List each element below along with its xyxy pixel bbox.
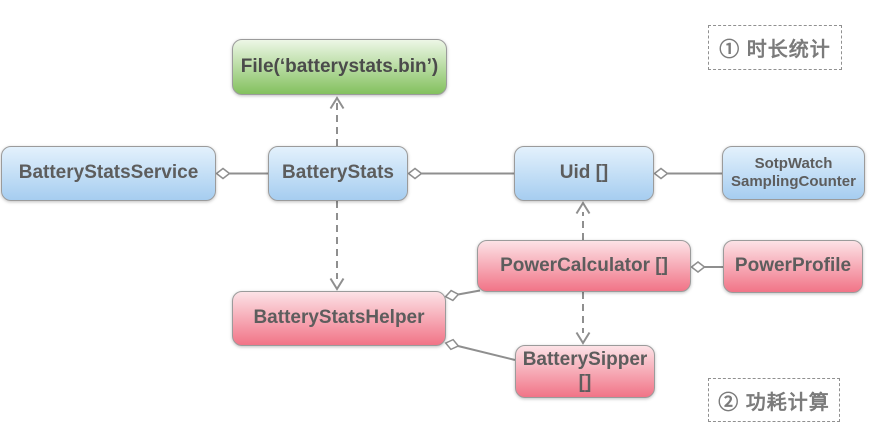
- node-label: BatteryStats: [282, 162, 394, 184]
- node-label: BatteryStatsService: [18, 162, 199, 184]
- node-powercalculator-array: PowerCalculator []: [477, 240, 691, 292]
- node-label: PowerCalculator []: [500, 254, 668, 276]
- arrow-down-icon: [329, 277, 345, 291]
- annotation-text: ② 功耗计算: [718, 391, 830, 414]
- annotation-text: ① 时长统计: [719, 39, 831, 61]
- node-batterystats-file: File(‘batterystats.bin’): [232, 39, 447, 95]
- annotation-duration-statistics: ① 时长统计: [708, 25, 842, 70]
- node-powerprofile: PowerProfile: [723, 240, 863, 293]
- open-diamond-icon: [407, 167, 423, 180]
- edge-batterystats-uid: [407, 167, 514, 180]
- node-label: File(‘batterystats.bin’): [240, 55, 439, 77]
- edge-batterystats-helper-dashed: [329, 201, 345, 291]
- edge-batterystats-file-dashed: [329, 96, 345, 146]
- node-uid-array: Uid []: [514, 146, 654, 201]
- annotation-power-calculation: ② 功耗计算: [708, 378, 840, 422]
- arrow-up-icon: [575, 201, 591, 215]
- node-batterystatsservice: BatteryStatsService: [1, 146, 216, 201]
- open-diamond-icon: [690, 261, 706, 273]
- edge-powercalculator-batterysipper-dashed: [575, 292, 591, 345]
- open-diamond-icon: [444, 289, 460, 302]
- node-label: PowerProfile: [734, 255, 852, 277]
- open-diamond-icon: [215, 167, 231, 180]
- node-batterystatshelper: BatteryStatsHelper: [232, 291, 446, 346]
- edge-batterystatshelper-batterysipper: [444, 338, 516, 361]
- arrow-down-icon: [575, 331, 591, 345]
- node-batterystats: BatteryStats: [268, 146, 408, 201]
- edge-batterystatshelper-powercalculator: [444, 289, 481, 302]
- open-diamond-icon: [653, 167, 669, 180]
- edge-batterystatsservice-batterystats: [215, 167, 268, 180]
- node-sotpwatch-samplingcounter: SotpWatch SamplingCounter: [722, 146, 865, 200]
- edge-powercalculator-uid-dashed: [575, 201, 591, 240]
- edge-uid-samplingcounter: [653, 167, 722, 180]
- node-label-line1: SotpWatch: [754, 155, 833, 172]
- node-label-line2: SamplingCounter: [730, 173, 856, 190]
- edge-powercalculator-powerprofile: [690, 261, 723, 273]
- node-label: BatterySipper []: [522, 348, 648, 393]
- arrow-up-icon: [329, 96, 345, 110]
- node-label: Uid []: [559, 162, 609, 184]
- open-diamond-icon: [444, 338, 460, 351]
- node-label: BatteryStatsHelper: [253, 307, 425, 329]
- node-batterysipper-array: BatterySipper []: [515, 345, 655, 398]
